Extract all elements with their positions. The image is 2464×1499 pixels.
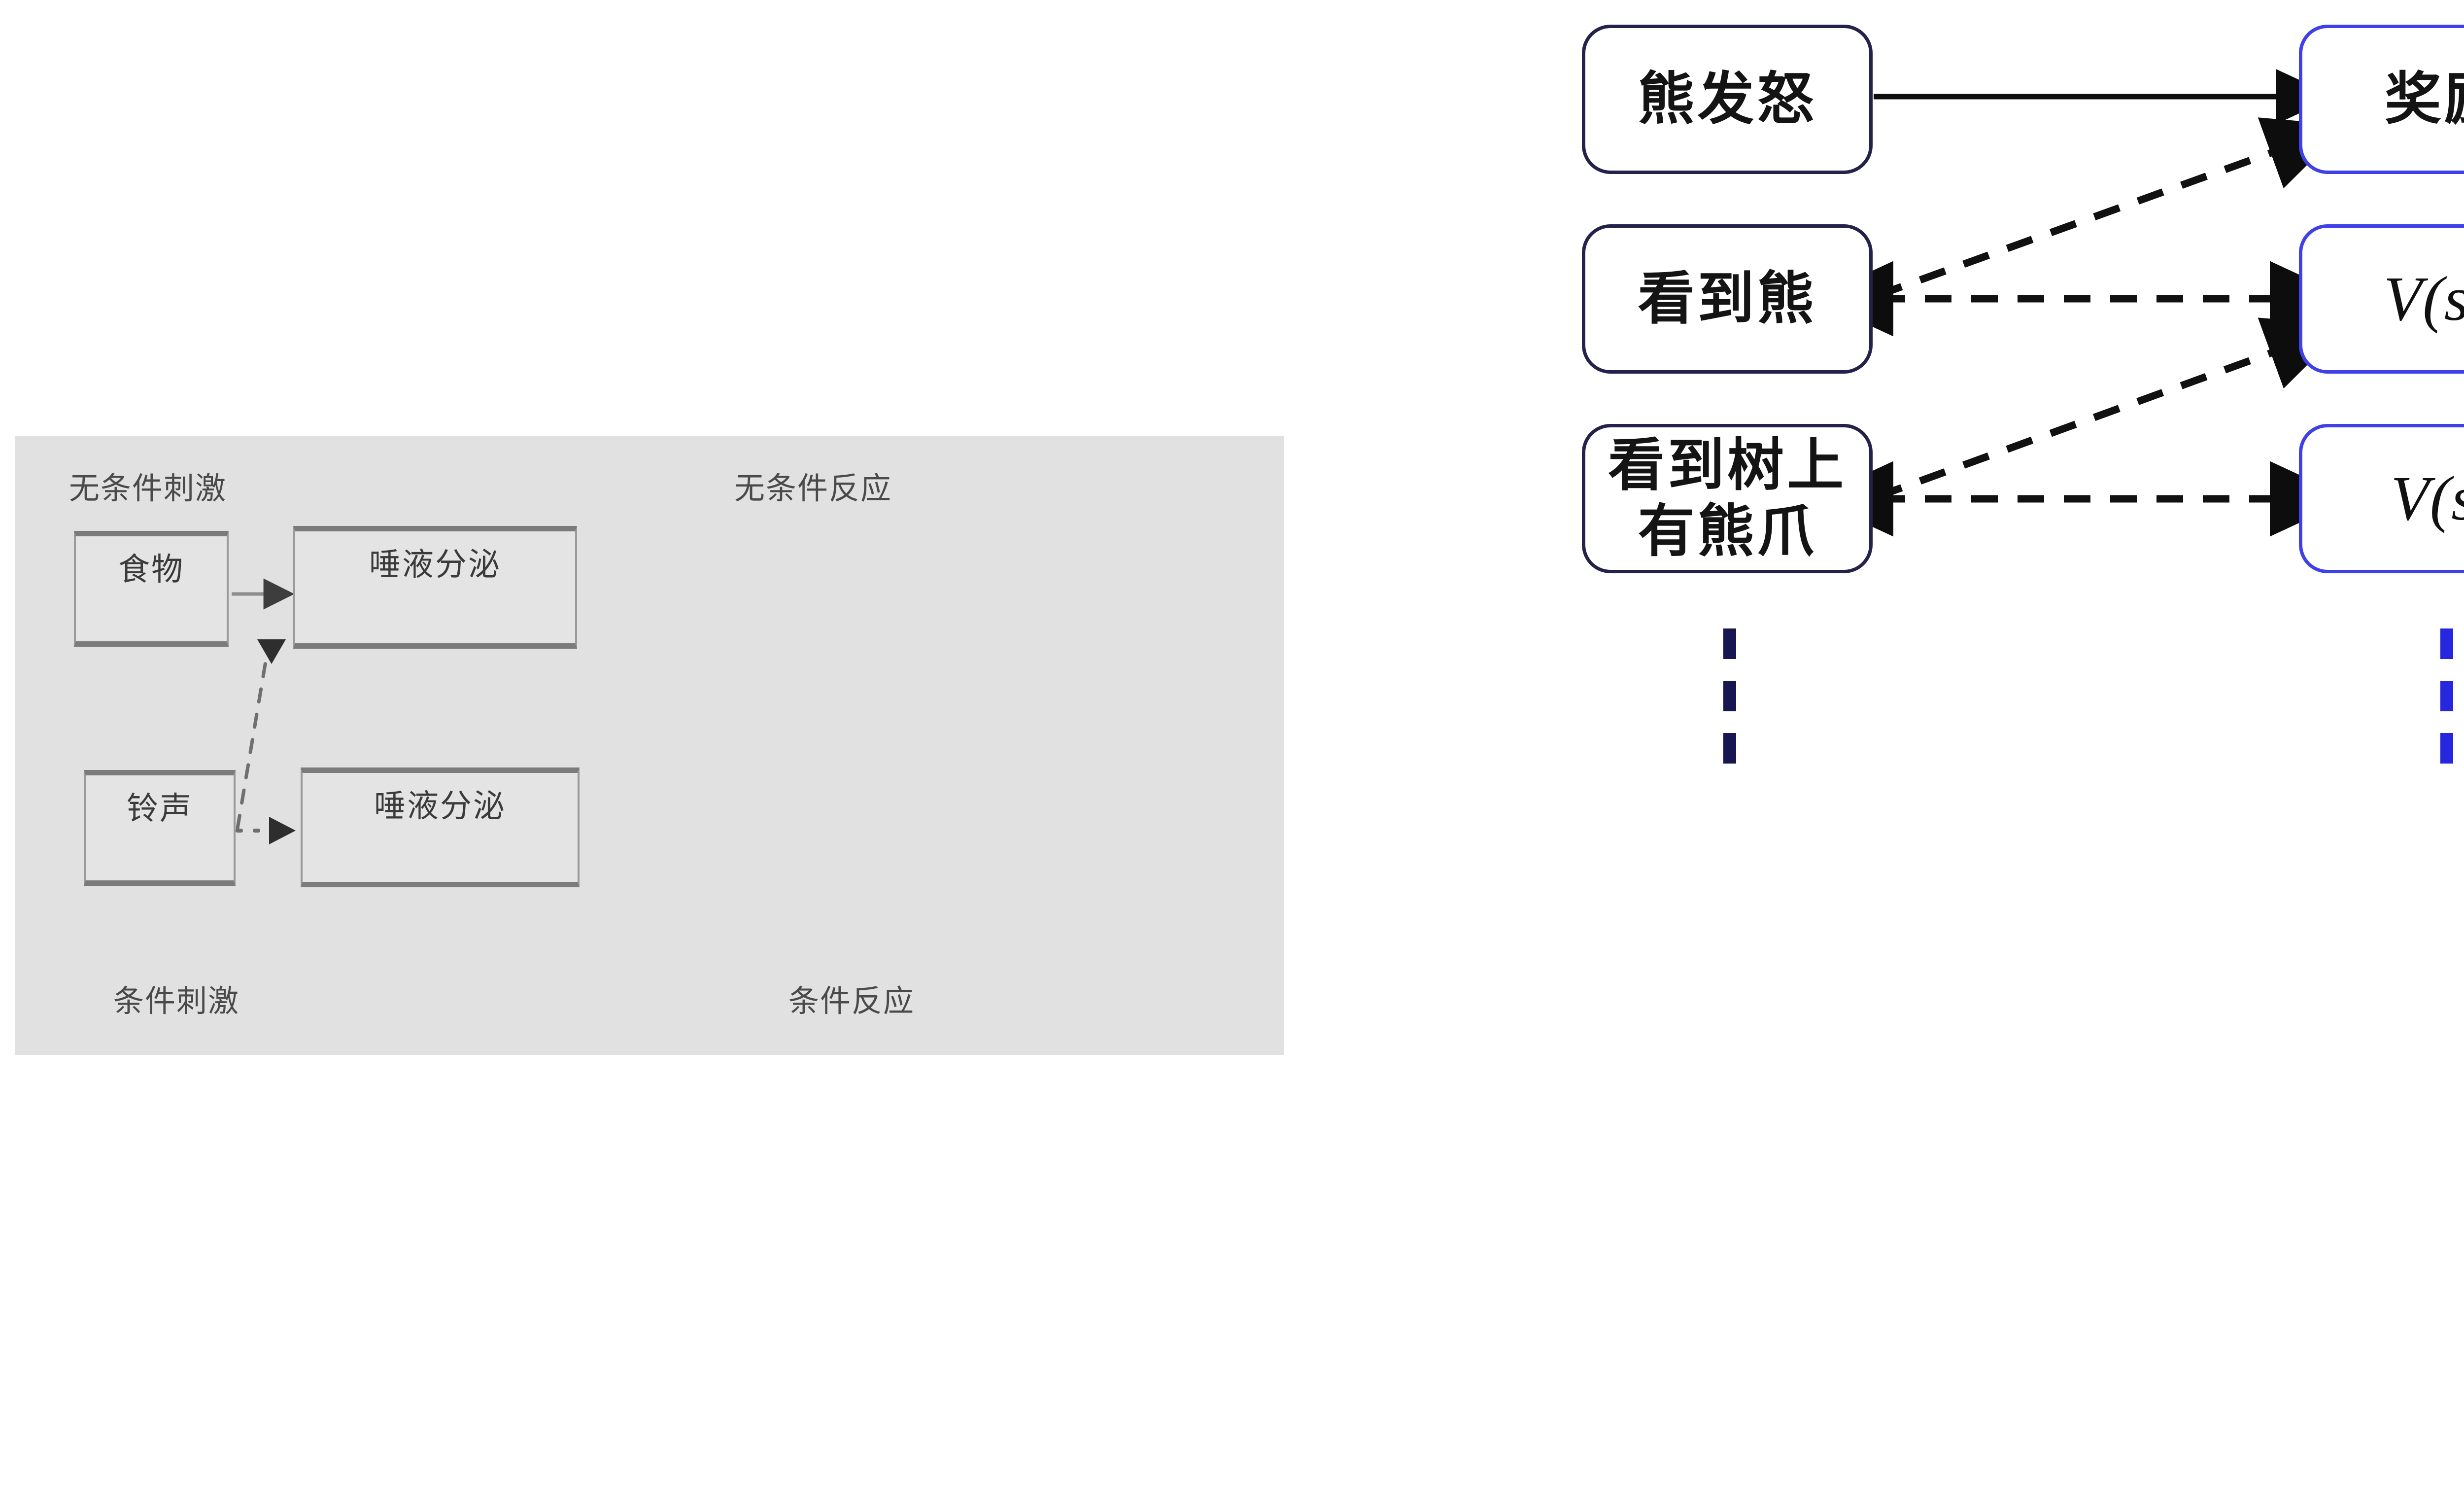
vertical-ellipsis-values xyxy=(2440,628,2453,785)
label-conditioned-response: 条件反应 xyxy=(788,984,915,1018)
ellipsis-dot xyxy=(1723,628,1736,659)
td-value-box-value-s-label: V(s) xyxy=(2391,463,2464,533)
td-state-box-bear-angry-label: 熊发怒 xyxy=(1638,67,1817,131)
connector-paw-to-vsprime xyxy=(1875,317,2347,501)
vertical-ellipsis-states xyxy=(1723,628,1736,785)
ellipsis-dot xyxy=(1723,733,1736,764)
td-value-box-reward: 奖励 xyxy=(2299,25,2464,174)
label-unconditioned-stimulus: 无条件刺激 xyxy=(69,472,227,506)
pavlovian-conditioning-panel: 无条件刺激 无条件反应 条件刺激 条件反应 食物 唾液分泌 铃声 唾液分泌 xyxy=(15,436,1284,1055)
pavlov-box-salivation-conditioned: 唾液分泌 xyxy=(301,767,580,887)
ellipsis-dot xyxy=(1723,681,1736,711)
td-value-box-value-s-prime: V(s′) xyxy=(2299,224,2464,374)
pavlov-box-salivation-conditioned-label: 唾液分泌 xyxy=(374,788,506,824)
ellipsis-dot xyxy=(2440,681,2453,711)
pavlov-box-food-label: 食物 xyxy=(118,552,184,587)
connector-bell-to-cond-salivation xyxy=(236,817,296,844)
pavlov-box-food: 食物 xyxy=(74,531,229,647)
ellipsis-dot xyxy=(2440,733,2453,764)
td-value-box-value-s-prime-label: V(s′) xyxy=(2383,264,2464,334)
pavlov-box-salivation-unconditioned: 唾液分泌 xyxy=(293,526,577,649)
label-unconditioned-response: 无条件反应 xyxy=(734,472,892,506)
pavlovian-connector-layer xyxy=(232,578,296,844)
td-value-box-value-s: V(s) xyxy=(2299,424,2464,573)
td-value-diagram-panel: 熊发怒 看到熊 看到树上 有熊爪 奖励 V(s′) V(s) xyxy=(1478,0,2464,1499)
td-state-box-see-paw-in-tree: 看到树上 有熊爪 xyxy=(1582,424,1873,573)
td-state-box-see-bear: 看到熊 xyxy=(1582,224,1873,374)
td-connector-layer xyxy=(1812,69,2351,537)
pavlov-box-bell-label: 铃声 xyxy=(127,791,193,826)
connector-seebear-to-reward xyxy=(1875,117,2347,300)
pavlov-box-salivation-unconditioned-label: 唾液分泌 xyxy=(369,547,501,582)
td-value-box-reward-label: 奖励 xyxy=(2384,67,2464,131)
connector-bell-to-uncond-salivation xyxy=(236,639,286,830)
label-conditioned-stimulus: 条件刺激 xyxy=(113,984,240,1018)
td-state-box-see-bear-label: 看到熊 xyxy=(1638,267,1817,330)
pavlov-box-bell: 铃声 xyxy=(84,770,236,886)
td-state-box-see-paw-in-tree-label: 看到树上 有熊爪 xyxy=(1608,434,1847,563)
td-state-box-bear-angry: 熊发怒 xyxy=(1582,25,1873,174)
ellipsis-dot xyxy=(2440,628,2453,659)
